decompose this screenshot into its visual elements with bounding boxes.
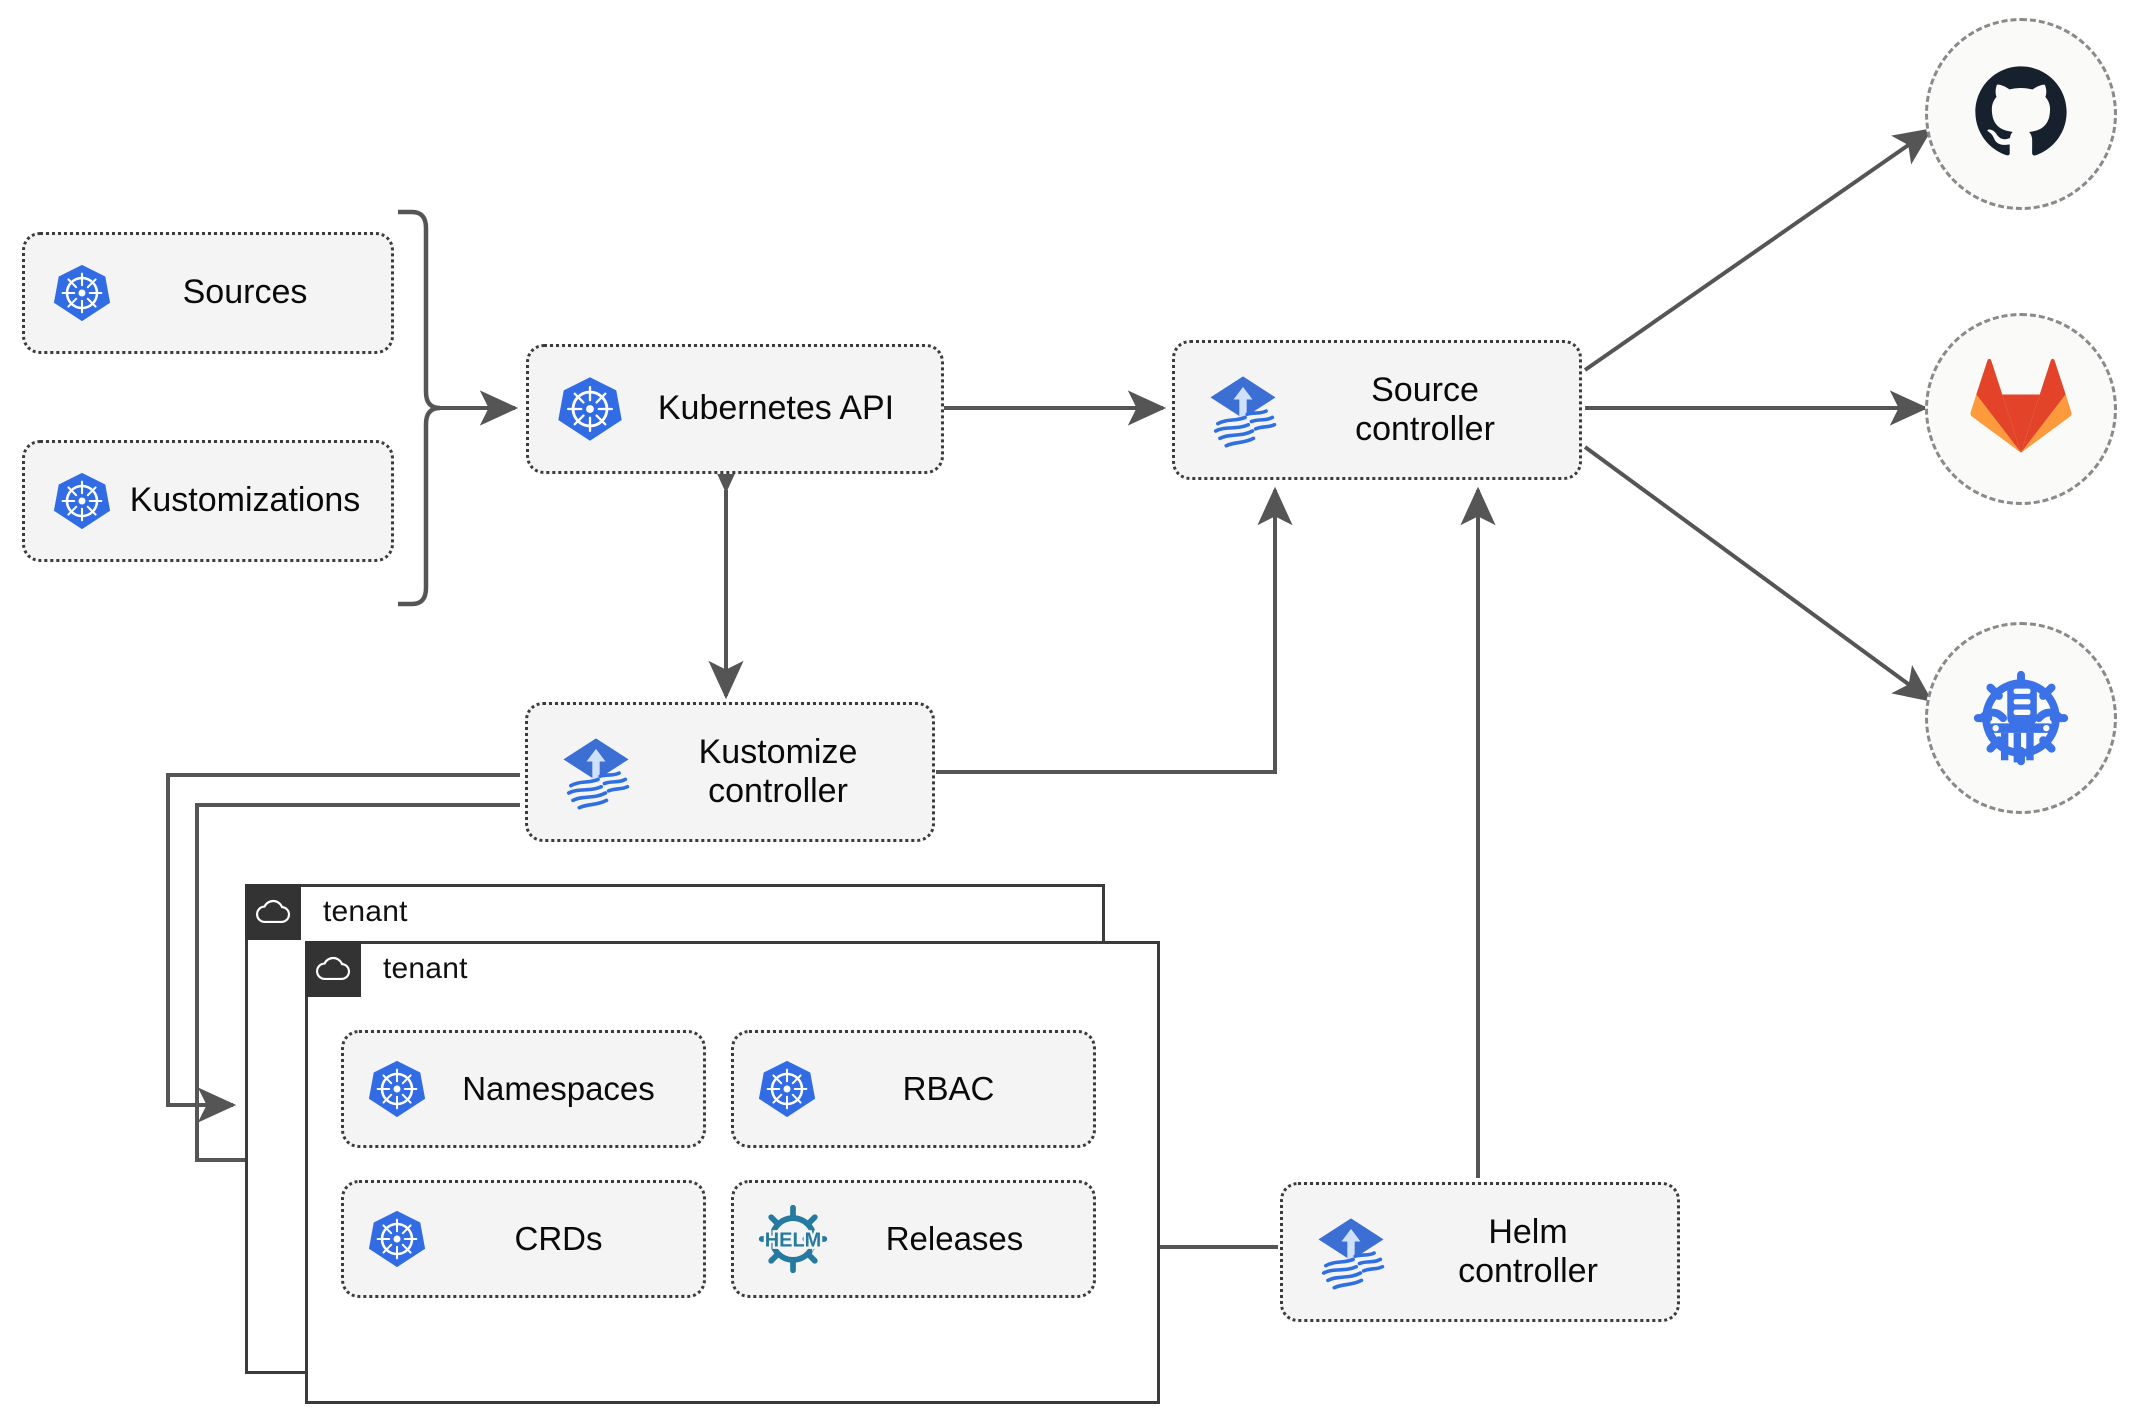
node-kubernetes-api[interactable]: Kubernetes API	[526, 344, 944, 474]
flux-icon	[1309, 1210, 1393, 1294]
kubernetes-icon	[555, 374, 625, 444]
node-rbac[interactable]: RBAC	[731, 1030, 1096, 1148]
tenant-label: tenant	[323, 895, 408, 928]
node-source-controller[interactable]: Source controller	[1172, 340, 1582, 480]
helm-icon: HELM	[756, 1202, 830, 1276]
node-label: Kustomize controller	[698, 732, 858, 810]
tenant-header: tenant	[245, 884, 408, 940]
kubernetes-icon	[51, 470, 113, 532]
node-namespaces[interactable]: Namespaces	[341, 1030, 706, 1148]
kubernetes-icon	[366, 1208, 428, 1270]
node-label: Kustomizations	[129, 481, 361, 520]
tenant-header: tenant	[305, 941, 468, 997]
external-source-github[interactable]	[1925, 18, 2117, 210]
node-label: RBAC	[902, 1069, 995, 1107]
node-helm-controller[interactable]: Helm controller	[1280, 1182, 1680, 1322]
github-icon	[1969, 60, 2073, 169]
external-source-gitlab[interactable]	[1925, 313, 2117, 505]
helm-chart-repository-icon	[1963, 658, 2079, 779]
node-label: Namespaces	[462, 1069, 655, 1107]
svg-text:HELM: HELM	[765, 1230, 821, 1252]
external-source-helm-repository[interactable]	[1925, 622, 2117, 814]
tenant-label: tenant	[383, 952, 468, 985]
node-label: Helm controller	[1458, 1212, 1598, 1290]
cloud-icon	[245, 884, 301, 940]
cloud-icon	[305, 941, 361, 997]
flux-icon	[554, 730, 638, 814]
tenant-box-inner[interactable]: tenant	[305, 941, 1160, 1404]
node-label: Kubernetes API	[657, 389, 895, 428]
node-crds[interactable]: CRDs	[341, 1180, 706, 1298]
node-label: Source controller	[1355, 370, 1495, 448]
node-label: Sources	[182, 273, 308, 312]
gitlab-icon	[1969, 355, 2073, 464]
node-releases[interactable]: HELM Releases	[731, 1180, 1096, 1298]
kubernetes-icon	[51, 262, 113, 324]
kubernetes-icon	[366, 1058, 428, 1120]
node-kustomizations[interactable]: Kustomizations	[22, 440, 394, 562]
flux-icon	[1201, 368, 1285, 452]
node-sources[interactable]: Sources	[22, 232, 394, 354]
node-kustomize-controller[interactable]: Kustomize controller	[525, 702, 935, 842]
node-label: CRDs	[514, 1219, 603, 1257]
node-label: Releases	[885, 1219, 1024, 1257]
kubernetes-icon	[756, 1058, 818, 1120]
